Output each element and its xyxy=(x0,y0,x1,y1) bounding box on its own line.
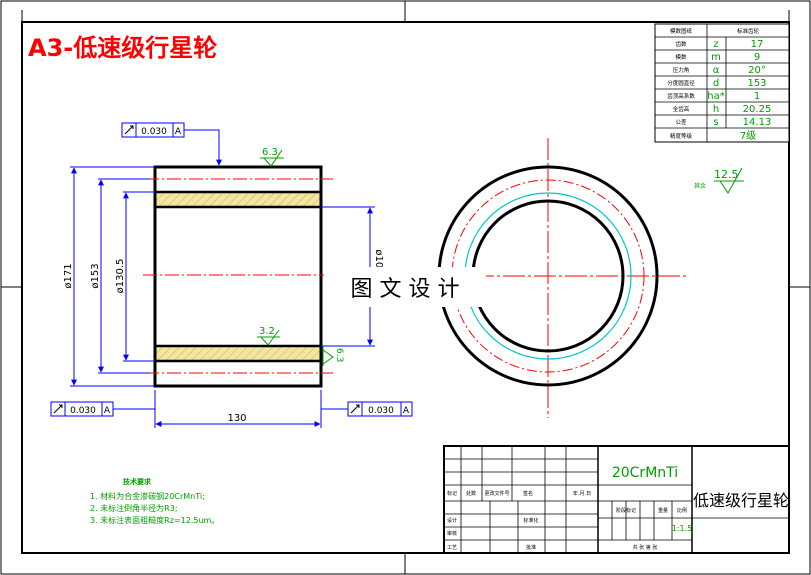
page-title: A3-低速级行星轮 xyxy=(28,34,217,62)
roughness-other: 其余 12.5 xyxy=(694,167,744,194)
runout-icon xyxy=(124,125,134,135)
watermark-bg xyxy=(324,267,486,307)
tolerance-frame-left: 0.030 A xyxy=(50,401,114,417)
section-hatch-bottom xyxy=(155,346,321,361)
tolerance-right-datum: A xyxy=(403,406,410,416)
roughness-top: 6.3 xyxy=(260,147,284,167)
section-outline xyxy=(153,165,323,388)
param-label: 全齿高 xyxy=(673,105,690,113)
param-label: 压力角 xyxy=(673,66,690,74)
tb-weight-label: 重量 xyxy=(658,507,668,514)
param-sym: ha* xyxy=(707,91,724,102)
param-val: 1 xyxy=(754,91,760,102)
dim-d130: ø130.5 xyxy=(115,259,126,294)
param-val: 153 xyxy=(747,78,766,89)
tb-scale: 1:1.5 xyxy=(672,524,693,533)
runout-icon xyxy=(53,404,63,414)
roughness-symbol-icon xyxy=(714,167,744,194)
tb-stage-label: 阶段标记 xyxy=(616,507,636,514)
param-val: 20.25 xyxy=(743,104,772,115)
param-label: 齿数 xyxy=(675,40,687,48)
param-sym: s xyxy=(713,117,718,128)
dim-length: 130 xyxy=(227,413,246,424)
param-label: 分度圆直径 xyxy=(667,79,695,87)
param-sym: α xyxy=(713,65,720,76)
tb-sheets-label: 共 张 第 张 xyxy=(633,544,658,551)
param-sym: m xyxy=(711,52,721,63)
roughness-symbol-icon xyxy=(322,346,334,366)
watermark-text: 图 文 设 计 xyxy=(351,277,460,302)
tb-approve-label: 批准 xyxy=(526,544,536,551)
param-label: 模数 xyxy=(675,53,687,61)
roughness-right: 6.3 xyxy=(322,346,344,366)
section-view xyxy=(143,165,333,388)
tb-date-label: 年.月.日 xyxy=(573,490,591,497)
tb-process-label: 工艺 xyxy=(447,545,457,551)
dim-bore: ø104 xyxy=(373,249,384,274)
param-label: 齿顶高系数 xyxy=(667,92,695,100)
tolerance-left-value: 0.030 xyxy=(70,406,96,416)
tolerance-frame-right: 0.030 A xyxy=(347,401,413,417)
dim-d171: ø171 xyxy=(63,263,74,288)
tb-mark-label: 标记 xyxy=(447,490,457,497)
tb-change-label: 更改文件号 xyxy=(484,490,509,497)
param-sym: z xyxy=(713,39,718,50)
tech-note-1: 1. 材料为合金渗碳钢20CrMnTi; xyxy=(90,491,205,501)
tb-check-label: 审核 xyxy=(447,530,457,537)
param-header-2: 标准齿轮 xyxy=(737,27,760,35)
param-table: 模数图纸 标准齿轮 齿数 模数 压力角 分度圆直径 齿顶高系数 全齿高 公差 精… xyxy=(654,23,790,143)
roughness-right-value: 6.3 xyxy=(334,348,344,362)
tolerance-left-datum: A xyxy=(104,406,111,416)
tech-notes-title: 技术要求 xyxy=(123,477,152,486)
tolerance-frame-top: 0.030 A xyxy=(121,122,185,138)
title-block: 标记 处数 更改文件号 签名 年.月.日 设计 标准化 审核 工艺 批准 阶段标… xyxy=(443,445,790,554)
roughness-symbol-icon xyxy=(260,149,284,167)
tech-note-2: 2. 未标注倒角半径为R3; xyxy=(90,503,178,513)
param-header-1: 模数图纸 xyxy=(670,27,693,35)
param-val: 9 xyxy=(754,52,760,63)
roughness-bottom: 3.2 xyxy=(257,326,280,346)
tb-design-label: 设计 xyxy=(447,517,457,524)
tech-notes: 技术要求 1. 材料为合金渗碳钢20CrMnTi; 2. 未标注倒角半径为R3;… xyxy=(90,477,219,525)
runout-icon xyxy=(350,404,360,414)
dim-d153: ø153 xyxy=(90,263,101,288)
param-val: 20° xyxy=(748,65,766,76)
tb-count-label: 处数 xyxy=(466,490,476,497)
roughness-other-label: 其余 xyxy=(694,182,706,190)
roughness-bottom-value: 3.2 xyxy=(259,326,275,337)
tb-sign-label: 签名 xyxy=(523,490,533,497)
tb-standard-label: 标准化 xyxy=(523,517,538,524)
param-label: 公差 xyxy=(675,118,687,126)
tolerance-right-value: 0.030 xyxy=(368,406,394,416)
param-sym: d xyxy=(713,78,719,89)
roughness-other-value: 12.5 xyxy=(714,168,739,181)
tolerance-top-datum: A xyxy=(175,127,182,137)
param-val: 7级 xyxy=(740,130,756,142)
param-label: 精度等级 xyxy=(670,132,693,140)
roughness-top-value: 6.3 xyxy=(262,147,278,158)
tolerance-top-value: 0.030 xyxy=(141,127,167,137)
param-val: 14.13 xyxy=(743,117,772,128)
tb-material: 20CrMnTi xyxy=(612,465,678,481)
tech-note-3: 3. 未标注表面粗糙度Rz=12.5um。 xyxy=(90,515,219,525)
param-sym: h xyxy=(713,104,719,115)
param-val: 17 xyxy=(751,39,764,50)
tb-part-name: 低速级行星轮 xyxy=(693,491,789,510)
roughness-symbol-icon xyxy=(257,329,280,346)
tb-ratio-label: 比例 xyxy=(677,507,687,514)
section-hatch-top xyxy=(155,192,321,207)
